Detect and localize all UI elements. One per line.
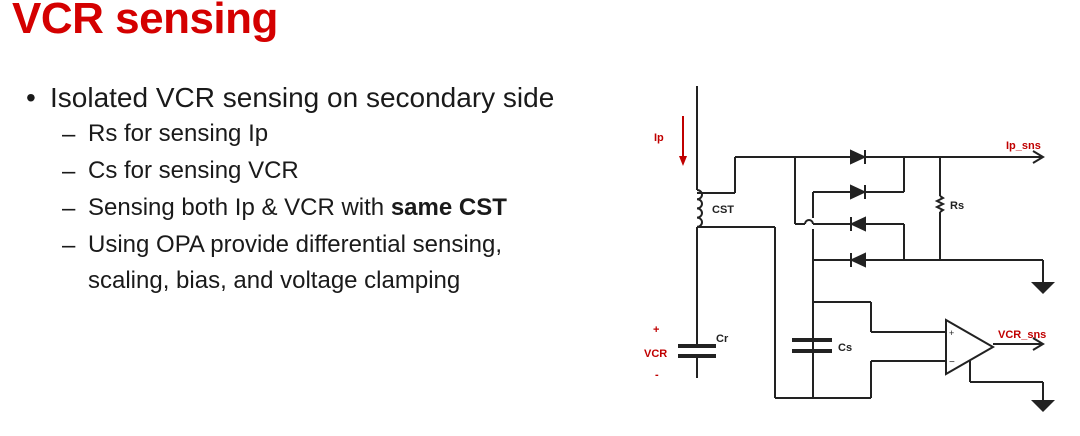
- diode-3: [849, 216, 866, 232]
- label-vcr-sns: VCR_sns: [998, 329, 1046, 341]
- sub-bullet-text-plain: Sensing both Ip & VCR with: [88, 194, 391, 221]
- bullet-dot: •: [26, 82, 36, 113]
- bullet-main: • Isolated VCR sensing on secondary side: [26, 80, 626, 116]
- sub-bullet-text: Using OPA provide differential sensing, …: [88, 227, 502, 299]
- label-ip: Ip: [654, 132, 664, 144]
- circuit-wires: [696, 86, 1045, 400]
- sub-bullet-dash: –: [62, 121, 76, 148]
- label-plus: +: [653, 324, 659, 336]
- sub-bullet-line2: scaling, bias, and voltage clamping: [88, 267, 461, 294]
- diodes: [849, 149, 867, 268]
- sub-bullet-dash: –: [62, 158, 76, 185]
- diode-2: [850, 184, 867, 200]
- bullet-list: • Isolated VCR sensing on secondary side…: [26, 80, 626, 299]
- cr-capacitor: [678, 344, 716, 358]
- sub-bullet-text: Cs for sensing VCR: [88, 157, 299, 184]
- sub-bullet-same-cst: – Sensing both Ip & VCR with same CST: [62, 190, 626, 227]
- label-cst: CST: [712, 204, 734, 216]
- ground-icon: [1031, 400, 1055, 412]
- label-ip-sns: Ip_sns: [1006, 140, 1041, 152]
- label-cr: Cr: [716, 333, 729, 345]
- diode-4: [849, 252, 866, 268]
- sub-bullet-opa: – Using OPA provide differential sensing…: [62, 227, 626, 299]
- sub-bullet-dash: –: [62, 232, 76, 259]
- sub-bullet-line1: Using OPA provide differential sensing,: [88, 231, 503, 258]
- sub-bullet-text: Sensing both Ip & VCR with same CST: [88, 190, 507, 227]
- sub-bullet-text-bold: same CST: [390, 194, 507, 221]
- sub-bullet-dash: –: [62, 195, 76, 222]
- opa-plus-label: +: [949, 328, 954, 338]
- bullet-main-text: Isolated VCR sensing on secondary side: [50, 82, 555, 113]
- page-title: VCR sensing: [12, 0, 278, 43]
- cs-capacitor: [792, 338, 832, 353]
- label-minus: -: [655, 369, 659, 381]
- ground-icon: [1031, 282, 1055, 294]
- opa-minus-label: −: [949, 357, 955, 368]
- label-rs: Rs: [950, 200, 964, 212]
- diode-1: [850, 149, 867, 165]
- sub-bullet-text: Rs for sensing Ip: [88, 120, 269, 147]
- sub-bullet-cs: – Cs for sensing VCR: [62, 153, 626, 190]
- label-vcr: VCR: [644, 348, 667, 360]
- label-cs: Cs: [838, 342, 852, 354]
- sub-bullet-rs: – Rs for sensing Ip: [62, 116, 626, 153]
- ip-arrow-icon: [679, 116, 687, 166]
